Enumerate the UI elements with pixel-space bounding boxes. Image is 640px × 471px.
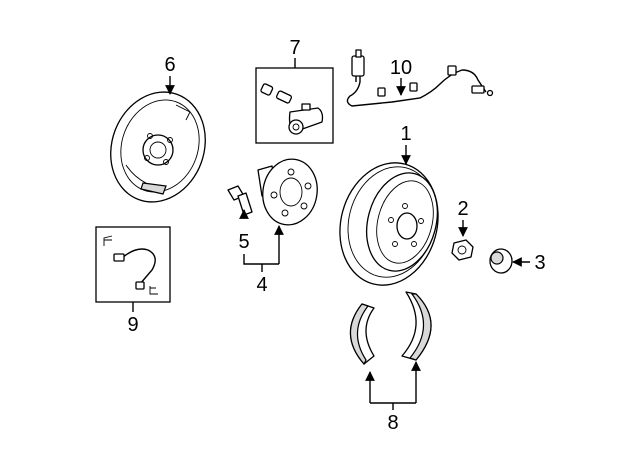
part-6-backing-plate[interactable] [96,79,221,216]
part-10-abs-sensor-harness[interactable] [346,49,494,107]
callout-1: 1 [400,123,411,145]
part-4-hub-bearing[interactable] [257,155,323,229]
part-8-brake-shoe-right[interactable] [401,291,432,361]
callout-4-bracket [243,254,279,265]
callout-6: 6 [164,54,175,76]
part-9-hose-box[interactable] [95,226,171,303]
callout-3: 3 [534,252,545,274]
part-3-grease-cap[interactable] [489,248,513,274]
callout-5: 5 [238,231,249,253]
callout-2: 2 [457,198,468,220]
callout-7: 7 [289,37,300,59]
part-9-brake-hose[interactable] [103,235,158,295]
callout-4: 4 [256,274,267,296]
part-7-wheel-cylinder[interactable] [260,83,324,135]
callout-10: 10 [390,57,412,79]
part-5-hub-bolt[interactable] [227,185,253,216]
callout-9: 9 [127,314,138,336]
callout-8: 8 [387,412,398,434]
part-8-brake-shoe-left[interactable] [349,303,375,366]
part-2-hub-nut[interactable] [451,239,474,261]
part-1-brake-drum[interactable] [327,152,452,297]
